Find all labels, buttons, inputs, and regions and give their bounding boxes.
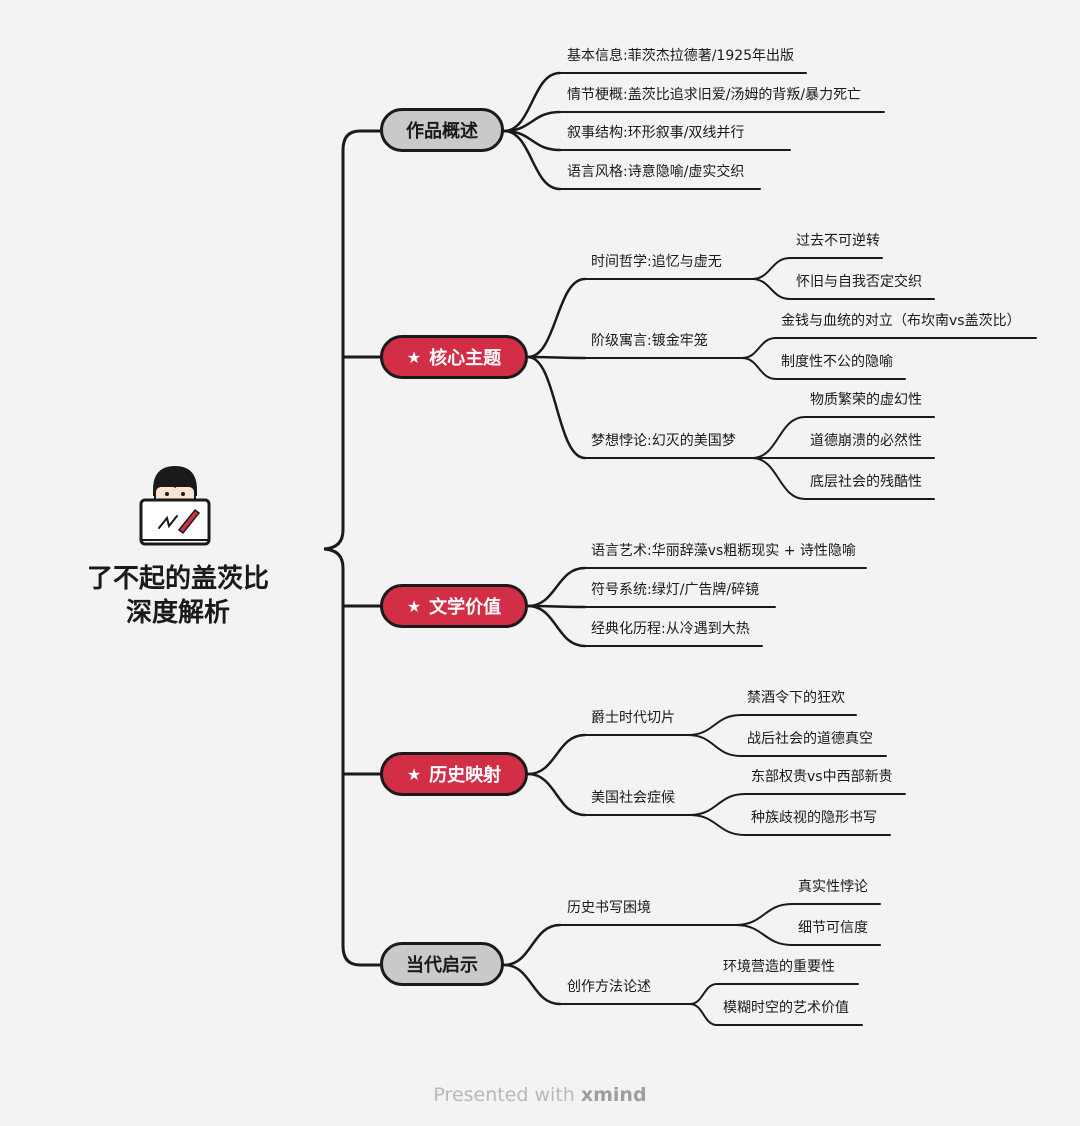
- connector-line: [689, 793, 746, 816]
- leaf-label[interactable]: 过去不可逆转: [796, 233, 880, 249]
- footer-prefix: Presented with: [433, 1084, 575, 1106]
- leaf-label[interactable]: 物质繁荣的虚幻性: [810, 392, 922, 408]
- connector-line: [741, 357, 777, 380]
- topic-historical-mapping[interactable]: ★ 历史映射: [380, 752, 528, 796]
- leaf-label[interactable]: 环境营造的重要性: [723, 959, 835, 975]
- connector-line: [751, 416, 806, 459]
- subtopic-label[interactable]: 经典化历程:从冷遇到大热: [591, 621, 750, 637]
- connector-line: [526, 733, 587, 776]
- topic-contemporary-insight[interactable]: 当代启示: [380, 942, 504, 986]
- subtopic-label[interactable]: 梦想悖论:幻灭的美国梦: [591, 433, 736, 449]
- subtopic-label[interactable]: 美国社会症候: [591, 790, 675, 806]
- leaf-label[interactable]: 道德崩溃的必然性: [810, 433, 922, 449]
- connector-line: [689, 983, 718, 1005]
- connector-line: [689, 814, 746, 836]
- connector-line: [502, 129, 562, 191]
- connector-line: [735, 924, 793, 946]
- root-title-line-2: 深度解析: [125, 598, 230, 628]
- subtopic-label[interactable]: 语言艺术:华丽辞藻vs粗粝现实 + 诗性隐喻: [591, 543, 856, 559]
- root-title-line-1: 了不起的盖茨比: [86, 564, 269, 594]
- topic-label: 核心主题: [429, 348, 502, 369]
- leaf-label[interactable]: 怀旧与自我否定交织: [796, 274, 922, 290]
- subtopic-label[interactable]: 阶级寓言:镀金牢笼: [591, 333, 708, 349]
- topic-label: 作品概述: [406, 121, 478, 142]
- star-icon: ★: [406, 764, 422, 784]
- xmind-logo-text: xmind: [580, 1084, 647, 1106]
- root-topic[interactable]: 了不起的盖茨比 深度解析: [60, 562, 296, 630]
- leaf-label[interactable]: 模糊时空的艺术价值: [723, 1000, 849, 1016]
- star-icon: ★: [406, 596, 422, 616]
- subtopic-label[interactable]: 情节梗概:盖茨比追求旧爱/汤姆的背叛/暴力死亡: [567, 87, 862, 103]
- connector-line: [735, 903, 793, 926]
- leaf-label[interactable]: 战后社会的道德真空: [747, 731, 873, 747]
- connector-line: [502, 923, 562, 967]
- leaf-label[interactable]: 禁酒令下的狂欢: [747, 690, 845, 706]
- connector-line: [323, 129, 362, 967]
- leaf-label[interactable]: 细节可信度: [798, 920, 868, 936]
- leaf-label[interactable]: 制度性不公的隐喻: [781, 354, 893, 370]
- connector-line: [526, 355, 587, 460]
- subtopic-label[interactable]: 创作方法论述: [567, 979, 651, 995]
- leaf-label[interactable]: 种族歧视的隐形书写: [751, 810, 877, 826]
- subtopic-label[interactable]: 基本信息:菲茨杰拉德著/1925年出版: [567, 48, 795, 64]
- connector-line: [526, 355, 587, 360]
- subtopic-label[interactable]: 时间哲学:追忆与虚无: [591, 254, 722, 270]
- subtopic-label[interactable]: 叙事结构:环形叙事/双线并行: [567, 125, 745, 141]
- subtopic-label[interactable]: 符号系统:绿灯/广告牌/碎镜: [591, 582, 760, 598]
- connector-line: [751, 257, 791, 280]
- connector-line: [526, 566, 587, 608]
- connector-line: [751, 457, 806, 500]
- topic-core-themes[interactable]: ★ 核心主题: [380, 335, 528, 379]
- connector-line: [741, 337, 777, 359]
- topic-literary-value[interactable]: ★ 文学价值: [380, 584, 528, 628]
- leaf-label[interactable]: 东部权贵vs中西部新贵: [751, 769, 893, 785]
- topic-label: 历史映射: [429, 765, 502, 786]
- subtopic-label[interactable]: 语言风格:诗意隐喻/虚实交织: [567, 164, 745, 180]
- connector-line: [687, 714, 742, 736]
- leaf-label[interactable]: 金钱与血统的对立（布坎南vs盖茨比）: [781, 313, 1021, 329]
- topic-overview[interactable]: 作品概述: [380, 108, 504, 152]
- presented-with-footer: Presented with xmind: [0, 1084, 1080, 1106]
- leaf-label[interactable]: 底层社会的残酷性: [810, 474, 922, 490]
- star-icon: ★: [406, 347, 422, 367]
- connector-line: [526, 772, 587, 817]
- subtopic-label[interactable]: 历史书写困境: [567, 900, 651, 916]
- connector-line: [502, 71, 562, 133]
- leaf-label[interactable]: 真实性悖论: [798, 879, 868, 895]
- topic-label: 文学价值: [429, 597, 502, 618]
- connector-line: [689, 1003, 718, 1026]
- connector-line: [751, 278, 791, 300]
- subtopic-label[interactable]: 爵士时代切片: [591, 710, 675, 726]
- connector-line: [687, 734, 742, 757]
- person-with-tablet-icon: [139, 466, 211, 546]
- topic-label: 当代启示: [406, 955, 478, 976]
- connector-line: [526, 277, 587, 359]
- connector-line: [526, 604, 587, 648]
- connector-line: [502, 963, 562, 1006]
